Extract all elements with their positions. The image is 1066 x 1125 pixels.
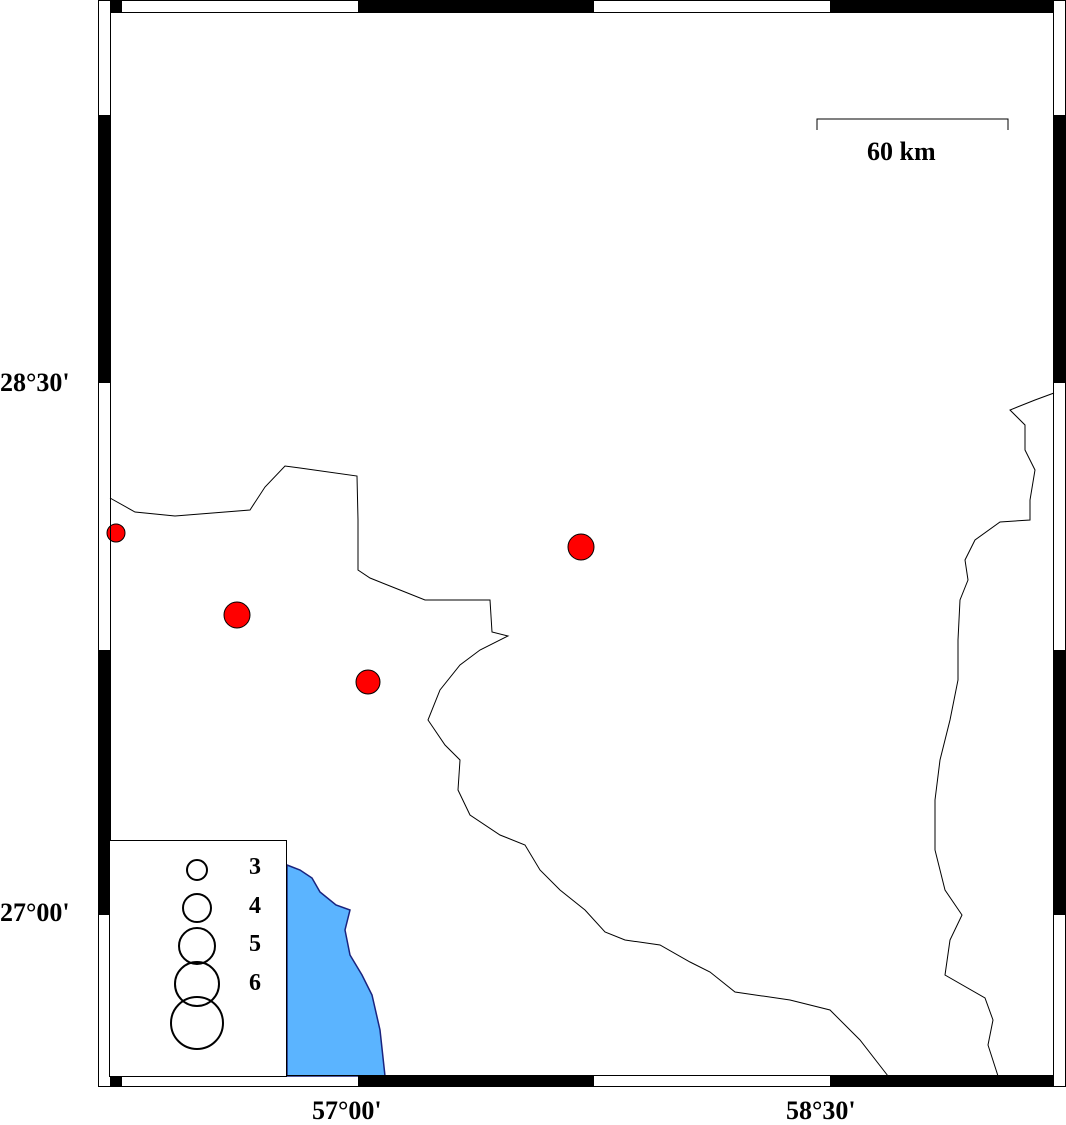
sea-area (286, 863, 386, 1077)
frame-ticks (99, 1, 1065, 1086)
lon-label-57-00: 57°00' (312, 1096, 382, 1125)
legend-label-5: 5 (249, 931, 261, 957)
legend-circle-5 (178, 927, 216, 965)
event-4[interactable] (567, 533, 595, 561)
scale-bar (816, 118, 1009, 130)
scale-bar-label: 60 km (867, 137, 936, 166)
lat-label-27-00: 27°00' (0, 898, 70, 927)
legend-label-6: 6 (249, 970, 261, 996)
event-1[interactable] (106, 523, 126, 543)
legend-label-4: 4 (249, 893, 261, 919)
province-border-west (109, 465, 889, 1077)
legend-label-3: 3 (249, 854, 261, 880)
legend-circle-7 (170, 996, 224, 1050)
event-2[interactable] (223, 601, 251, 629)
legend-circle-4 (182, 893, 212, 923)
lon-label-58-30: 58°30' (786, 1096, 856, 1125)
legend-circle-6 (174, 961, 220, 1007)
legend-circle-3 (186, 859, 208, 881)
province-border-east (934, 392, 1055, 1077)
lat-label-28-30: 28°30' (0, 368, 70, 397)
event-3[interactable] (355, 669, 381, 695)
map-frame-inner (110, 12, 1054, 1076)
